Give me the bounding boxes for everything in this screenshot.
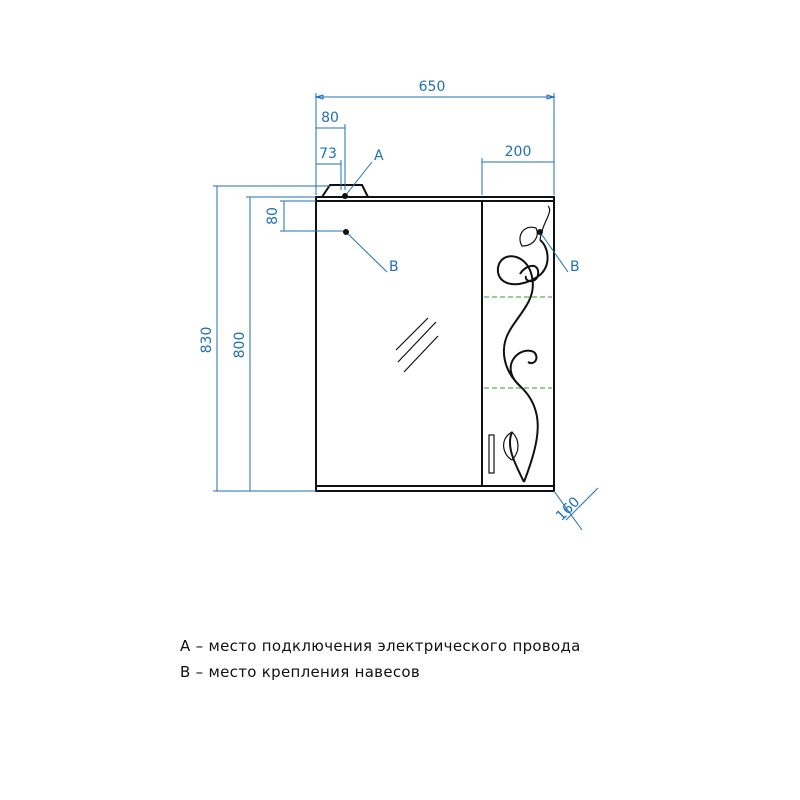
marker-b-left: B xyxy=(389,259,399,275)
dim-offset-73: 73 xyxy=(319,146,337,162)
dim-height-830: 830 xyxy=(199,327,215,354)
mirror-reflection xyxy=(395,317,439,373)
dim-door-width: 200 xyxy=(505,144,532,160)
dim-depth-160: 160 xyxy=(553,494,583,524)
dim-offset-vertical-80: 80 xyxy=(265,207,281,225)
leaf-upper xyxy=(519,226,538,247)
dim-offset-80: 80 xyxy=(321,110,339,126)
legend-line-a: А – место подключения электрического про… xyxy=(180,637,581,655)
dim-total-width: 650 xyxy=(419,79,446,95)
marker-b-right: B xyxy=(570,259,580,275)
light-fixture xyxy=(320,184,370,198)
door-handle xyxy=(488,434,495,474)
cabinet-outline xyxy=(315,196,555,492)
dimension-lines xyxy=(213,93,599,531)
cabinet-body xyxy=(315,184,555,492)
dim-height-800: 800 xyxy=(232,332,248,359)
floral-vine-decoration xyxy=(496,205,551,483)
leaf-lower xyxy=(503,431,519,461)
legend-line-b: В – место крепления навесов xyxy=(180,663,421,681)
marker-a: A xyxy=(374,148,384,164)
